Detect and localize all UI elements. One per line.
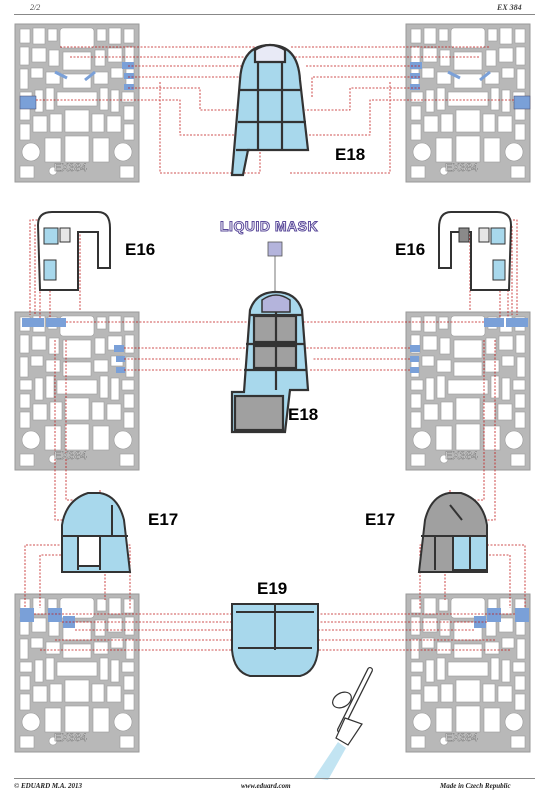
label-e16-left: E16	[125, 240, 155, 259]
panel-e17-left	[61, 492, 132, 573]
copyright-text: © EDUARD M.A. 2013	[14, 782, 83, 790]
liquid-mask-swatch	[267, 241, 283, 257]
website-text: www.eduard.com	[241, 782, 291, 790]
canopy-e18-top	[230, 43, 310, 177]
product-code: EX 384	[497, 3, 522, 12]
sheet-label: EX384	[445, 732, 478, 744]
origin-text: Made in Czech Republic	[440, 782, 511, 790]
mask-sheet-bottom-left	[14, 593, 140, 753]
mask-sheet-mid-left	[14, 311, 140, 471]
frame-e16-left	[36, 211, 111, 291]
mask-sheet-top-left	[14, 23, 140, 183]
mask-sheet-bottom-right	[405, 593, 531, 753]
footer-rule	[14, 778, 535, 779]
label-e18-mid: E18	[288, 405, 318, 424]
panel-e17-right	[417, 492, 488, 573]
label-e19: E19	[257, 579, 287, 598]
sheet-label: EX384	[54, 450, 87, 462]
page-number: 2/2	[30, 3, 41, 12]
header-rule	[14, 14, 535, 15]
frame-e16-right	[438, 211, 513, 291]
sheet-label: EX384	[445, 450, 478, 462]
mask-sheet-top-right	[405, 23, 531, 183]
sheet-label: EX384	[54, 732, 87, 744]
canopy-e18-mid	[230, 290, 310, 434]
sheet-label: EX384	[54, 162, 87, 174]
liquid-mask-label: LIQUID MASK	[219, 218, 319, 235]
sheet-label: EX384	[445, 162, 478, 174]
mask-sheet-mid-right	[405, 311, 531, 471]
label-e17-right: E17	[365, 510, 395, 529]
windscreen-e19	[231, 603, 319, 677]
label-e16-right: E16	[395, 240, 425, 259]
airbrush-icon	[314, 667, 373, 780]
leader-lines	[24, 46, 526, 651]
label-e17-left: E17	[148, 510, 178, 529]
label-e18-top: E18	[335, 145, 365, 164]
